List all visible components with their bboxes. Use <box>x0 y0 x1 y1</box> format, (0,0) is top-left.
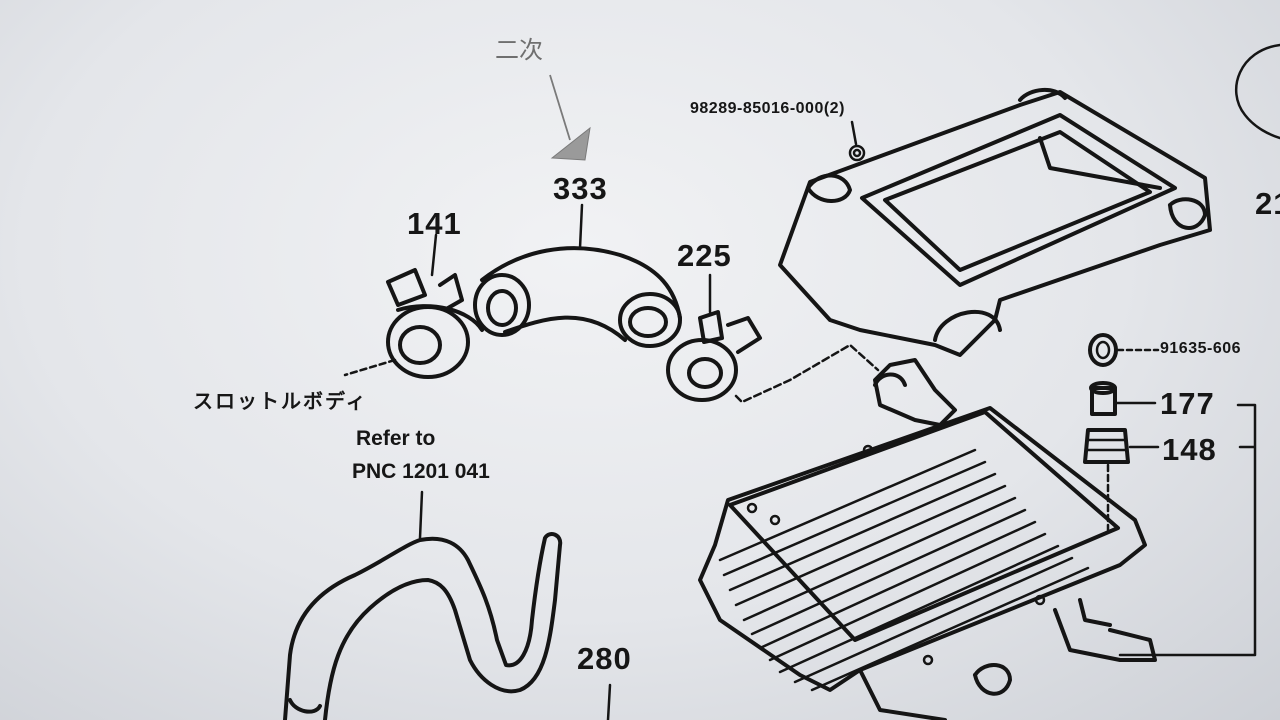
refer-pnc-label: PNC 1201 041 <box>352 460 490 483</box>
leader-280 <box>606 683 612 720</box>
leader-98289 <box>850 120 858 146</box>
callout-225: 225 <box>677 238 732 273</box>
handwritten-note: 二次 <box>495 36 543 64</box>
throttle-body-label: スロットルボディ <box>193 391 368 413</box>
bolt-98289-part <box>848 144 866 162</box>
hose-333-part <box>473 246 682 348</box>
callout-98289: 98289-85016-000(2) <box>690 100 845 117</box>
hose-280-part <box>283 532 563 720</box>
washer-91635-part <box>1088 333 1118 367</box>
callout-91635: 91635-606 <box>1160 340 1242 357</box>
pencil-arrow <box>549 74 591 161</box>
leader-333 <box>578 203 584 250</box>
leader-throttle <box>343 358 397 377</box>
cushion-148-part <box>1083 428 1130 464</box>
callout-141: 141 <box>407 206 462 241</box>
callout-333: 333 <box>553 171 608 206</box>
bracket-right <box>1118 403 1257 657</box>
leader-intercooler <box>734 343 880 404</box>
leader-refer <box>418 490 424 540</box>
intercooler-duct-part <box>778 88 1212 357</box>
refer-to-label: Refer to <box>356 427 436 450</box>
grommet-177-part <box>1089 381 1117 416</box>
clamp-225-part <box>666 310 762 402</box>
intercooler-core-part <box>698 358 1157 720</box>
leader-141 <box>430 233 438 277</box>
callout-partial-21: 21 <box>1255 186 1280 221</box>
callout-177: 177 <box>1160 386 1215 421</box>
callout-148: 148 <box>1162 432 1217 467</box>
partial-circle-outline <box>1234 43 1280 140</box>
clamp-141-part <box>386 268 484 379</box>
callout-280: 280 <box>577 641 632 676</box>
